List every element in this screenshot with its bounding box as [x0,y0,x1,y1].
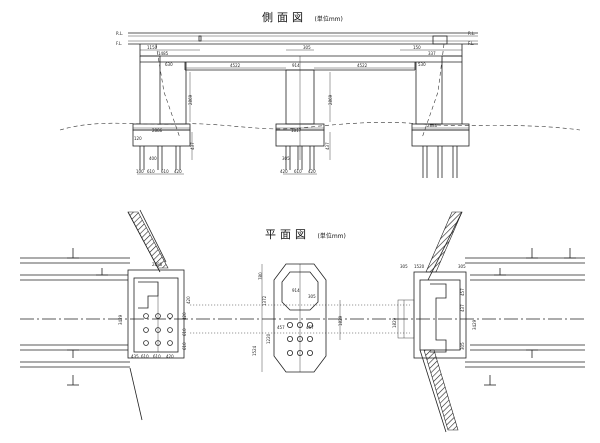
dim-plan-center-left-d: 1220 [266,333,271,344]
dim-plan-left-pile-2: 610 [141,354,149,359]
dim-plan-right-top-a: 1520 [414,264,425,269]
plan-view: 2886 3429 435 610 610 420 420 610 610 42… [20,209,585,433]
side-view-title-text: 側面図 [262,11,307,24]
dim-left-mid: 1485 [158,51,169,56]
dim-left-pile-2: 610 [147,169,155,174]
dim-plan-center-b2: 457 [306,325,314,330]
dim-left-pile-3: 610 [161,169,169,174]
dim-left-cap: 630 [165,62,173,67]
fl-label-right: F.L. [468,41,474,46]
dim-right-mid: 337 [428,51,436,56]
center-pier [275,56,325,170]
dim-plan-right-height: 3429 [472,319,477,330]
dim-span-right: 4522 [357,63,368,68]
dim-plan-center-side: 1829 [338,315,343,326]
dim-plan-right-side-1: 457 [460,288,465,296]
dim-plan-left-pile-3: 610 [153,354,161,359]
side-view: R.L. F.L. R.L. F.L. [59,31,581,178]
dim-center-cap: 914 [292,63,300,68]
dim-right-top: 150 [413,45,421,50]
dim-plan-left-pile-1: 435 [131,354,139,359]
dim-plan-right-side-2: 437 [460,304,465,312]
right-abutment [411,43,470,178]
center-pier-plan [261,263,341,373]
left-embankment-upper [127,211,169,269]
dim-center-base: 437 [325,142,330,150]
dim-right-footing: 2886 [427,123,438,128]
dim-plan-right-side-3: 305 [460,342,465,350]
dim-plan-left-pile-4: 420 [166,354,174,359]
ground-line [59,122,581,131]
right-track-lines [465,248,585,386]
right-abutment-plan [397,271,467,359]
fl-label-left: F.L. [116,41,122,46]
dim-plan-center-width: 914 [292,288,300,293]
dim-span-left: 4522 [230,63,241,68]
left-abutment [132,43,191,170]
left-track-lines [20,248,130,386]
dim-plan-left-side-1: 420 [182,312,187,320]
dim-plan-right-top-c: 305 [458,264,466,269]
dim-center-pile-1: 420 [280,169,288,174]
dim-plan-center-top: 780 [258,272,263,280]
dim-left-sub: 400 [149,156,157,161]
dim-height-left: 2869 [188,94,193,105]
dim-plan-left-side-4: 420 [186,296,191,304]
right-embankment-lower [423,349,459,431]
dim-plan-right-mid: 1829 [392,317,397,328]
dim-left-pile-a: 120 [134,136,142,141]
right-embankment-upper [425,211,463,273]
dim-left-footing: 2886 [152,128,163,133]
side-dimension-lines [133,49,469,175]
dim-plan-left-width: 2886 [152,262,163,267]
dim-plan-left-height: 3429 [118,314,123,325]
dim-center-pile-2: 610 [294,169,302,174]
side-view-title: 側面図 (単位mm) [262,9,343,25]
rl-label-left: R.L. [116,31,123,36]
left-abutment-plan [127,269,185,359]
dim-plan-left-side-2: 610 [182,328,187,336]
dim-right-cap: 530 [418,62,426,67]
dim-left-base: 437 [190,142,195,150]
dim-plan-center-r1: 305 [308,294,316,299]
dim-plan-center-left: 1372 [262,295,267,306]
deck-slab [140,55,462,71]
dim-plan-left-side-3: 610 [182,342,187,350]
dim-center-pile-3: 420 [308,169,316,174]
side-view-unit: (単位mm) [314,16,343,23]
dim-plan-right-top-b: 305 [400,264,408,269]
plan-view-title: 平面図 (単位mm) [265,226,346,242]
dim-plan-center-left-bottom: 1524 [252,345,257,356]
dim-height-right: 2869 [328,94,333,105]
plan-view-title-text: 平面図 [265,228,310,241]
dim-center-top: 305 [303,45,311,50]
dim-left-pile-1: 100 [136,169,144,174]
rl-label-right: R.L. [468,31,475,36]
rail-level-lines [128,32,478,45]
dim-left-pile-4: 420 [174,169,182,174]
dim-center-sub: 305 [282,156,290,161]
dim-center-footing: 1817 [291,128,302,133]
dim-plan-center-b1: 457 [277,325,285,330]
dim-left-top: 1150 [147,45,158,50]
plan-view-unit: (単位mm) [317,233,346,240]
